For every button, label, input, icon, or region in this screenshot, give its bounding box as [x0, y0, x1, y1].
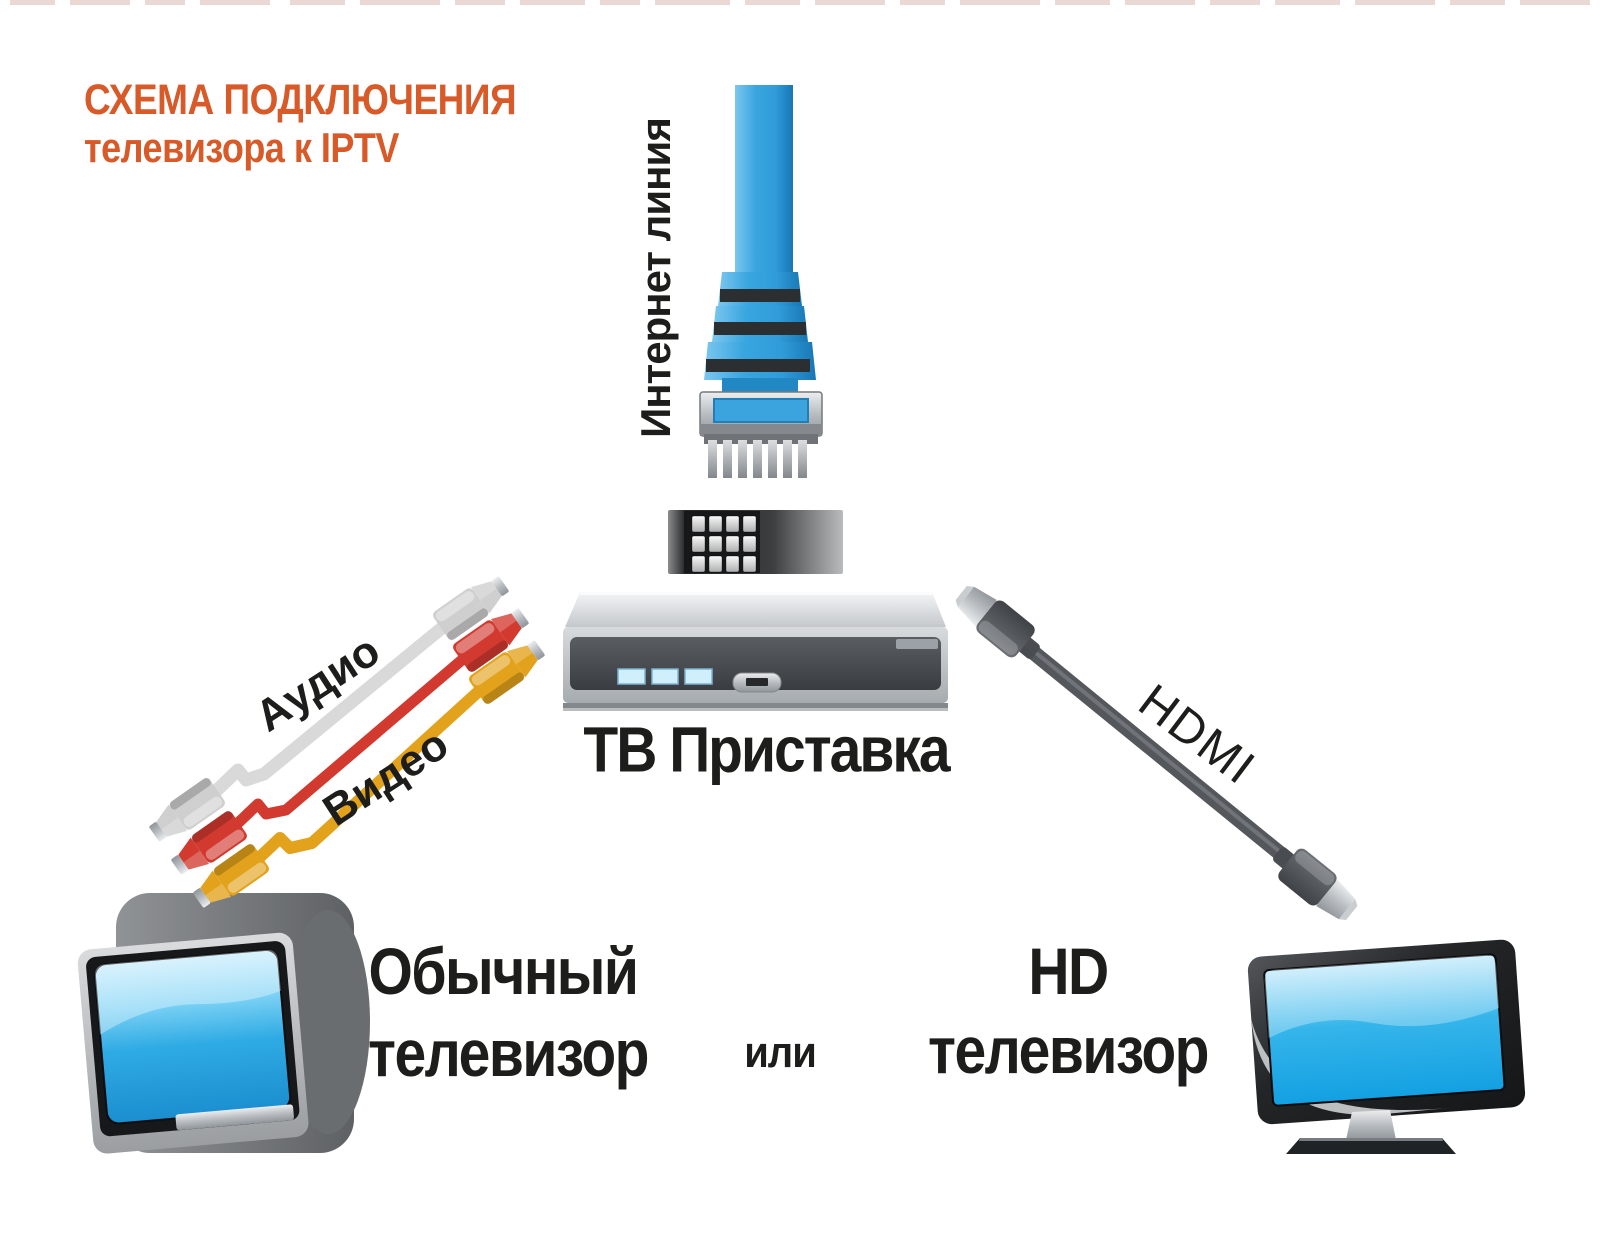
usb-port-icon — [732, 672, 782, 693]
ethernet-cable-icon — [699, 85, 823, 478]
page-title-line2: телевизора к IPTV — [84, 124, 399, 172]
internet-line-label: Интернет линия — [632, 118, 679, 438]
set-top-box-label: ТВ Приставка — [583, 714, 950, 786]
crt-tv-icon — [77, 893, 370, 1154]
or-label: или — [744, 1028, 817, 1077]
crt-tv-label-line2: телевизор — [368, 1017, 649, 1091]
page-title-line1: СХЕМА ПОДКЛЮЧЕНИЯ — [84, 76, 517, 124]
hd-tv-label-line2: телевизор — [928, 1014, 1209, 1088]
top-edge-dashes — [10, 0, 1590, 5]
remote-control-icon — [668, 510, 843, 574]
crt-tv-label-line1: Обычный — [368, 935, 639, 1009]
hd-tv-label-line1: HD — [1028, 935, 1109, 1009]
yellow-cable — [254, 685, 485, 863]
white-cable — [207, 620, 450, 800]
red-cable — [231, 653, 469, 830]
tv-stand-neck — [1346, 1110, 1396, 1140]
indicator-lights-icon — [617, 668, 713, 685]
hd-tv-icon — [1247, 939, 1526, 1154]
front-badge — [896, 639, 938, 649]
set-top-box-icon — [563, 592, 948, 711]
hdmi-cable-icon — [948, 577, 1365, 929]
tv-stand-base — [1286, 1138, 1456, 1154]
hdmi-plug-icon — [1264, 836, 1365, 929]
rca-cables-icon — [144, 569, 550, 915]
hdmi-plug-icon — [948, 577, 1049, 670]
